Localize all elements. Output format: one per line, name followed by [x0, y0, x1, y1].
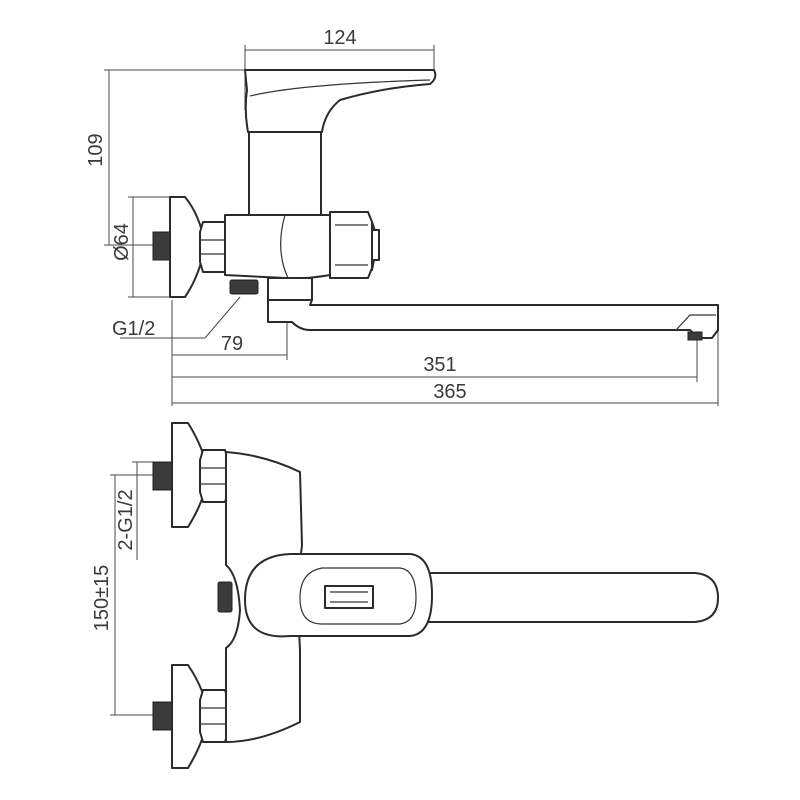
diverter-knob-front	[217, 581, 233, 613]
spout-tip-contour	[675, 314, 716, 331]
spout-aerator	[687, 331, 703, 341]
lever-handle	[244, 69, 437, 133]
inlet-connector	[152, 231, 171, 261]
diverter-button	[229, 279, 259, 295]
spout-swivel	[267, 277, 313, 301]
lever-handle-slot	[324, 585, 374, 609]
dimension-outlet-offset: 79	[171, 300, 288, 406]
flange-diameter-label: Ø64	[111, 223, 133, 261]
lever-edge-line	[249, 79, 431, 97]
overall-length-label: 365	[433, 381, 466, 403]
lower-hex-nut	[199, 689, 229, 743]
side-cap-knob	[371, 229, 380, 261]
inlet-threads-pair-label: 2-G1/2	[115, 489, 137, 550]
body-height-label: 109	[85, 133, 107, 166]
cartridge-stem	[248, 131, 322, 219]
dimension-inlet-thread: G1/2	[112, 296, 241, 340]
outlet-offset-label: 79	[221, 333, 243, 355]
dimension-body-height: 109	[85, 69, 250, 246]
upper-hex-nut	[199, 449, 229, 503]
lower-inlet-connector	[152, 701, 173, 731]
spout-front	[399, 572, 719, 623]
handle-reach-label: 124	[323, 27, 356, 49]
body-contour	[280, 214, 289, 279]
upper-inlet-connector	[152, 461, 173, 491]
front-elevation-view: 2-G1/2 150±15	[91, 422, 719, 769]
inlet-thread-label: G1/2	[112, 318, 155, 340]
spout	[267, 299, 719, 339]
inlet-spacing-label: 150±15	[91, 565, 113, 632]
spout-reach-label: 351	[423, 354, 456, 376]
lever-handle-inner-contour	[299, 567, 417, 625]
dimension-flange-diameter: Ø64	[111, 196, 175, 298]
side-elevation-view: 124 109 Ø64 G1/2 79	[85, 27, 719, 406]
dimension-overall-length: 365	[172, 320, 719, 406]
dimension-spout-reach: 351	[172, 340, 698, 382]
hex-nut	[199, 221, 229, 273]
body-side-cap	[329, 211, 373, 279]
